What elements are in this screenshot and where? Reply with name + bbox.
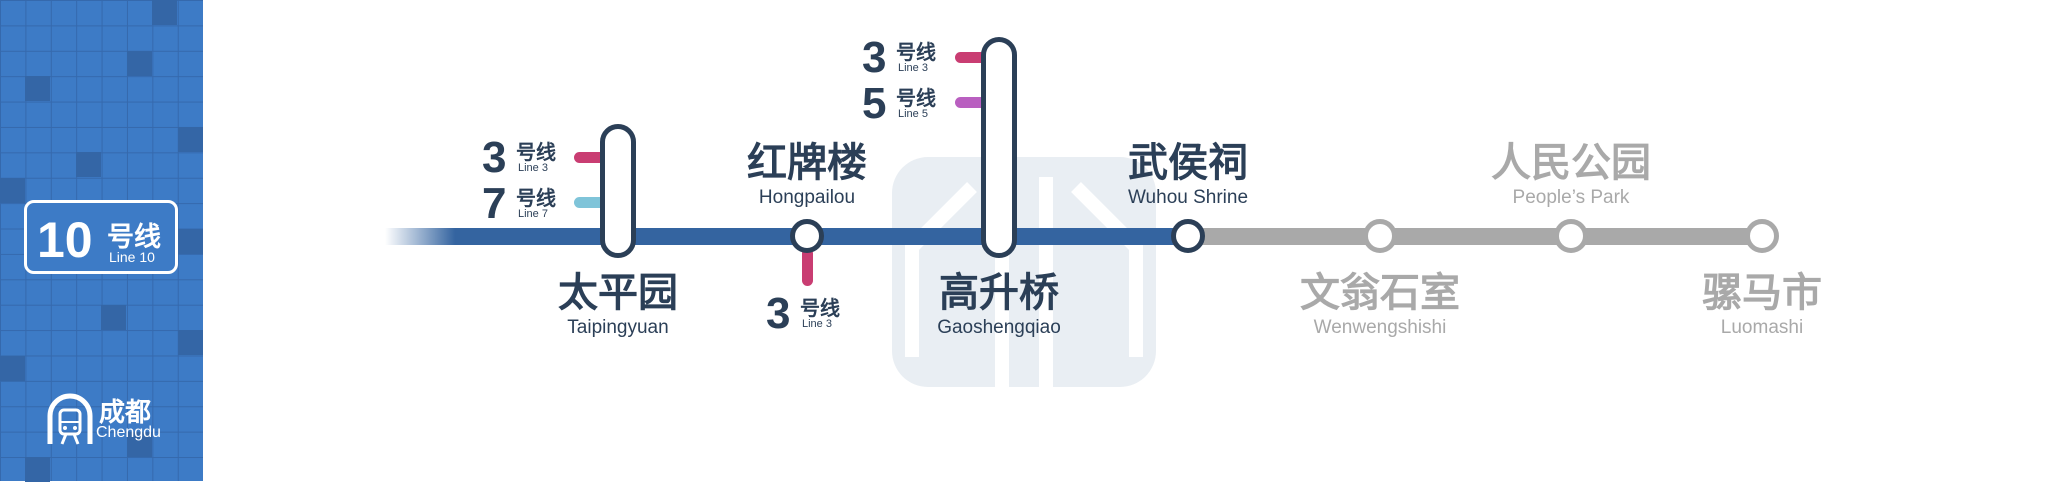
transfer-cn: 号线 (516, 186, 556, 210)
transfer-cn: 号线 (896, 40, 936, 64)
line-number: 10 (37, 212, 93, 268)
transfer-label: 3 号线 Line 3 (766, 290, 876, 354)
station-name-en: Wuhou Shrine (1127, 187, 1249, 208)
tile (178, 127, 203, 152)
line-sidebar: 10 号线 Line 10 成都 Chengdu (0, 0, 203, 482)
station-marker-hongpailou[interactable] (790, 219, 824, 253)
tile (178, 229, 203, 254)
tile (152, 0, 177, 25)
city-name-cn: 成都 (99, 398, 152, 428)
station-marker-peoples-park[interactable] (1554, 219, 1588, 253)
station-name-en: Taipingyuan (567, 317, 669, 338)
tile (76, 152, 101, 177)
station-name-cn: 红牌楼 (747, 139, 867, 186)
transfer-number: 7 (482, 179, 507, 228)
line-badge: 10 号线 Line 10 (24, 200, 178, 274)
transfer-en: Line 3 (898, 62, 928, 74)
station-label-wuhou-shrine[interactable]: 武侯祠 Wuhou Shrine (1058, 140, 1318, 210)
transfer-stub-line3 (574, 152, 606, 163)
transfer-stub-line5 (955, 97, 987, 108)
station-label-taipingyuan[interactable]: 太平园 Taipingyuan (488, 270, 748, 340)
line-label-en: Line 10 (109, 249, 155, 265)
tile (25, 457, 50, 482)
station-name-cn: 人民公园 (1491, 139, 1651, 186)
watermark-icon (905, 177, 1143, 387)
route-line-upcoming (1188, 228, 1763, 245)
tile (127, 432, 152, 457)
station-name-cn: 太平园 (558, 269, 678, 316)
tile (0, 178, 25, 203)
transfer-label: 7 号线 Line 7 (482, 180, 592, 244)
transfer-label: 3 号线 Line 3 (482, 134, 592, 198)
station-label-luomashi[interactable]: 骡马市 Luomashi (1632, 270, 1892, 340)
transfer-cn: 号线 (800, 296, 840, 320)
station-marker-taipingyuan[interactable] (600, 124, 636, 258)
station-name-en: Wenwengshishi (1313, 317, 1447, 338)
station-marker-wenwengshishi[interactable] (1363, 219, 1397, 253)
tile (0, 356, 25, 381)
station-name-cn: 骡马市 (1702, 269, 1822, 316)
metro-watermark-logo (892, 157, 1156, 387)
station-marker-gaoshengqiao[interactable] (981, 37, 1017, 258)
station-name-cn: 文翁石室 (1300, 269, 1460, 316)
tile (25, 76, 50, 101)
transfer-stub-line7 (574, 197, 606, 208)
station-name-cn: 武侯祠 (1128, 139, 1248, 186)
transfer-cn: 号线 (896, 86, 936, 110)
station-name-en: Luomashi (1720, 317, 1804, 338)
transfer-number: 3 (482, 133, 507, 182)
station-marker-wuhou-shrine[interactable] (1171, 219, 1205, 253)
tile (127, 51, 152, 76)
city-name-en: Chengdu (96, 424, 161, 441)
transfer-label: 3 号线 Line 3 (862, 34, 972, 98)
station-label-wenwengshishi[interactable]: 文翁石室 Wenwengshishi (1250, 270, 1510, 340)
station-label-peoples-park[interactable]: 人民公园 People’s Park (1441, 140, 1701, 210)
transfer-en: Line 3 (518, 162, 548, 174)
transfer-stub-line3 (802, 248, 813, 286)
station-name-en: People’s Park (1512, 187, 1630, 208)
station-marker-luomashi[interactable] (1745, 219, 1779, 253)
metro-train-icon (47, 393, 93, 445)
station-name-en: Hongpailou (758, 187, 856, 208)
transfer-number: 3 (862, 33, 887, 82)
city-logo: 成都 Chengdu (46, 392, 166, 448)
transfer-number: 3 (766, 289, 791, 338)
tile (101, 305, 126, 330)
transfer-label: 5 号线 Line 5 (862, 80, 972, 144)
station-name-cn: 高升桥 (939, 269, 1059, 316)
tile (178, 330, 203, 355)
transfer-stub-line3 (955, 52, 987, 63)
transfer-en: Line 3 (802, 318, 832, 330)
transfer-en: Line 7 (518, 208, 548, 220)
transfer-number: 5 (862, 79, 887, 128)
transfer-en: Line 5 (898, 108, 928, 120)
station-name-en: Gaoshengqiao (937, 317, 1061, 338)
line-label-cn: 号线 (107, 222, 161, 253)
transfer-cn: 号线 (516, 140, 556, 164)
station-label-gaoshengqiao[interactable]: 高升桥 Gaoshengqiao (869, 270, 1129, 340)
station-label-hongpailou[interactable]: 红牌楼 Hongpailou (677, 140, 937, 210)
